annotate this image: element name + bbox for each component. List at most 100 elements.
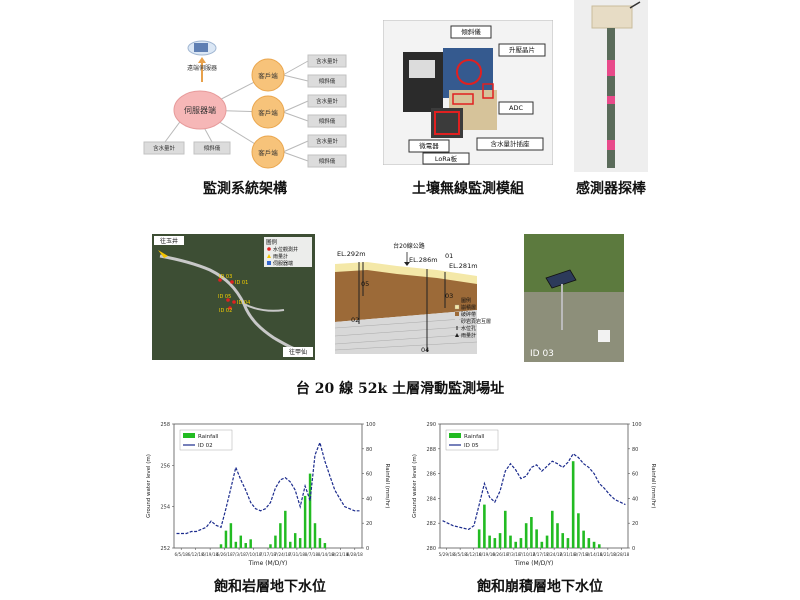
caption-module: 土壤無線監測模組 bbox=[412, 181, 524, 197]
rain-bar bbox=[550, 510, 554, 548]
map-point-id01: ID 01 bbox=[235, 280, 248, 286]
caption-colluvium: 飽和崩積層地下水位 bbox=[477, 579, 603, 595]
y-tick-label: 284 bbox=[426, 496, 436, 502]
map-legend-title: 圖例 bbox=[266, 238, 278, 246]
profile-elevation: EL.292m bbox=[337, 250, 366, 258]
rain-bar bbox=[289, 541, 292, 548]
x-tick-label: 6/26/18 bbox=[217, 552, 233, 557]
profile-legend-item: 砂岩頁岩互層 bbox=[461, 318, 491, 325]
x-tick-label: 8/21/18 bbox=[600, 552, 616, 557]
y2-tick-label: 100 bbox=[632, 422, 642, 428]
profile-hole: 01 bbox=[445, 252, 453, 260]
y2-tick-label: 20 bbox=[632, 521, 638, 527]
rain-bar bbox=[493, 538, 497, 548]
sensor-box: 傾斜儀 bbox=[319, 157, 336, 165]
x-tick-label: 8/7/18 bbox=[574, 552, 588, 557]
rain-bar bbox=[269, 544, 272, 548]
profile-legend-item: 崩積層 bbox=[461, 304, 476, 311]
water-level-line bbox=[442, 452, 626, 531]
module-label-lora: LoRa板 bbox=[435, 154, 458, 163]
x-tick-label: 8/14/18 bbox=[318, 552, 334, 557]
y-tick-label: 254 bbox=[160, 505, 170, 511]
y2-tick-label: 20 bbox=[366, 521, 372, 527]
rain-bar bbox=[313, 523, 317, 548]
server-label: 伺服器端 bbox=[184, 105, 216, 115]
rain-bar bbox=[587, 538, 591, 548]
x-tick-label: 8/21/18 bbox=[332, 552, 348, 557]
legend-label-level: ID 05 bbox=[464, 443, 479, 449]
module-label-socket: 含水量計插座 bbox=[491, 139, 531, 148]
rain-bar bbox=[249, 539, 252, 548]
x-tick-label: 6/12/18 bbox=[188, 552, 204, 557]
rain-bar bbox=[229, 523, 233, 548]
map-point-id04: ID 04 bbox=[237, 300, 250, 306]
rain-bar bbox=[509, 535, 512, 548]
y-tick-label: 258 bbox=[160, 422, 170, 428]
sensor-box: 傾斜儀 bbox=[319, 117, 336, 125]
rain-bar bbox=[293, 533, 297, 548]
arrow-icon bbox=[158, 250, 168, 258]
rain-bar bbox=[244, 543, 247, 548]
profile-legend-item: 破碎帶 bbox=[461, 311, 476, 318]
map-label-jiaxian: 往甲仙 bbox=[289, 348, 307, 356]
rain-bar bbox=[577, 513, 580, 548]
map-legend-item: 伺服器端 bbox=[273, 260, 293, 267]
rain-bar bbox=[323, 543, 327, 548]
legend-swatch-rain bbox=[183, 433, 195, 438]
rain-bar bbox=[219, 544, 223, 548]
probe-photo bbox=[574, 0, 648, 172]
y2-tick-label: 80 bbox=[366, 447, 372, 453]
rain-bar bbox=[530, 517, 533, 548]
profile-legend-item: 雨量計 bbox=[461, 332, 476, 339]
profile-legend-item: 水位孔 bbox=[461, 325, 476, 332]
legend-swatch-rain bbox=[449, 433, 461, 438]
rain-bar bbox=[239, 535, 243, 548]
sensor-box: 傾斜儀 bbox=[319, 77, 336, 85]
x-tick-label: 7/24/18 bbox=[546, 552, 562, 557]
rain-bar bbox=[566, 538, 570, 548]
profile-hole: 03 bbox=[445, 292, 453, 300]
x-tick-label: 6/12/18 bbox=[465, 552, 481, 557]
x-tick-label: 6/26/18 bbox=[492, 552, 508, 557]
x-tick-label: 7/17/18 bbox=[533, 552, 549, 557]
x-tick-label: 7/17/18 bbox=[260, 552, 276, 557]
y-tick-label: 280 bbox=[426, 546, 436, 552]
y-axis-label: Ground water level (m) bbox=[146, 454, 152, 518]
x-tick-label: 8/28/18 bbox=[347, 552, 363, 557]
y-tick-label: 282 bbox=[426, 521, 436, 527]
site-photo: ID 03 bbox=[524, 234, 624, 362]
site-map: 往玉井 往甲仙 圖例 水位觀測井 雨量計 伺服器端 ID 01 ID 03 ID… bbox=[152, 234, 315, 360]
x-tick-label: 8/28/18 bbox=[613, 552, 629, 557]
rain-bar bbox=[318, 538, 322, 548]
groundwater-chart-colluvium: 2802822842862882900204060801005/29/186/5… bbox=[412, 422, 656, 567]
y2-tick-label: 100 bbox=[366, 422, 376, 428]
svg-text:客戶端: 客戶端 bbox=[258, 71, 278, 80]
x-tick-label: 7/3/18 bbox=[507, 552, 521, 557]
x-tick-label: 6/5/18 bbox=[453, 552, 467, 557]
rain-bar bbox=[284, 510, 287, 548]
rain-bar bbox=[571, 461, 575, 548]
module-photo: 傾斜儀 升壓晶片 ADC 微電器 含水量計插座 LoRa板 bbox=[383, 20, 553, 165]
sensor-box: 含水量計 bbox=[316, 137, 339, 145]
client-node: 客戶端 bbox=[251, 95, 285, 129]
legend-label-level: ID 02 bbox=[198, 443, 213, 449]
cloud-icon bbox=[187, 40, 217, 56]
rain-bar bbox=[224, 530, 228, 548]
rain-bar bbox=[597, 544, 601, 548]
profile-hole: 02 bbox=[351, 316, 359, 324]
map-legend-item: 水位觀測井 bbox=[273, 246, 298, 253]
map-label-yujing: 往玉井 bbox=[160, 237, 178, 245]
server-node bbox=[173, 90, 227, 130]
profile-road-label: 台20線公路 bbox=[393, 242, 425, 250]
rain-bar bbox=[298, 538, 302, 548]
profile-elevation: EL.281m bbox=[449, 262, 478, 270]
profile-elevation: EL.286m bbox=[409, 256, 438, 264]
profile-legend-title: 圖例 bbox=[461, 297, 471, 304]
rain-bar bbox=[561, 533, 565, 548]
module-label-tilt: 傾斜儀 bbox=[461, 27, 481, 36]
y2-tick-label: 0 bbox=[366, 546, 369, 552]
client-node: 客戶端 bbox=[251, 58, 285, 92]
x-tick-label: 8/7/18 bbox=[305, 552, 319, 557]
y2-tick-label: 40 bbox=[632, 496, 638, 502]
module-label-boost: 升壓晶片 bbox=[509, 45, 535, 54]
